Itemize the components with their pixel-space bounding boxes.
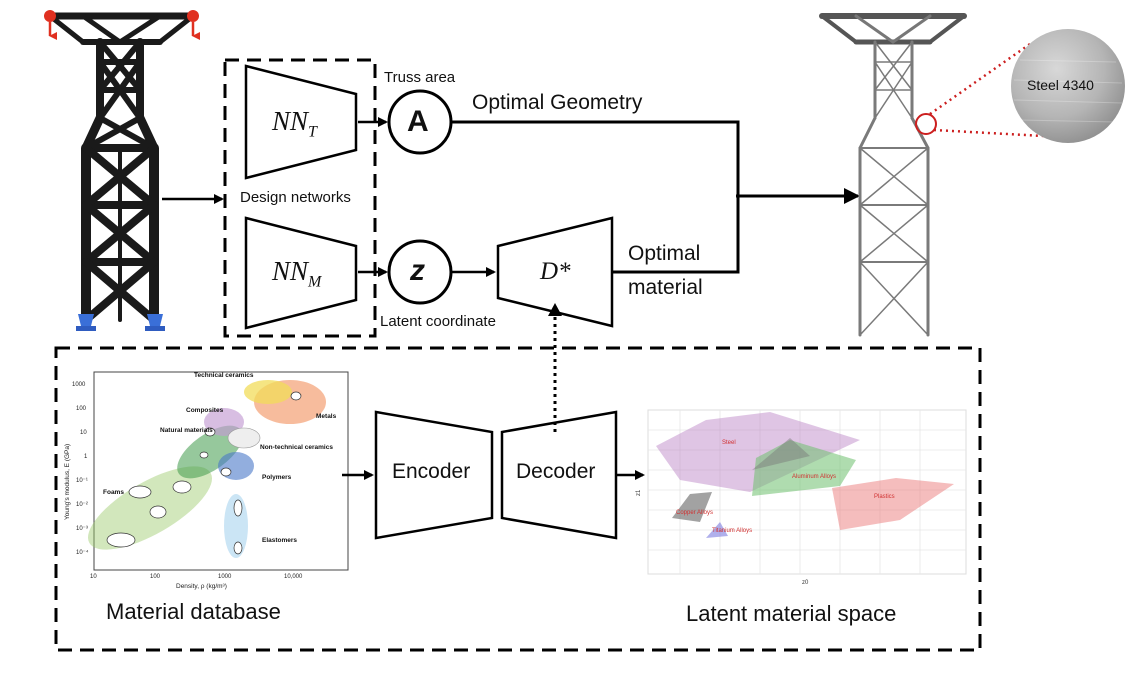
ceramics-region: [244, 380, 292, 404]
latent-x-label: z0: [802, 580, 809, 586]
x-tick-10: 10: [90, 574, 97, 580]
ashby-x-label: Density, ρ (kg/m³): [176, 583, 227, 590]
truss-area-label: Truss area: [384, 69, 456, 86]
family-polymers: Polymers: [262, 474, 292, 481]
zoom-line-top: [929, 42, 1031, 116]
decoder-star-symbol: D*: [540, 258, 571, 285]
material-label: material: [628, 276, 703, 299]
zoom-circle: [915, 113, 937, 135]
y-tick-100: 100: [76, 406, 87, 412]
group-aluminum: Aluminum Alloys: [792, 474, 836, 480]
copper-cluster: [672, 492, 712, 522]
ashby-chart: Technical ceramics Composites Metals Nat…: [64, 371, 349, 590]
encoder-network: [374, 410, 494, 540]
group-steel: Steel: [722, 440, 736, 446]
group-copper: Copper Alloys: [676, 510, 713, 516]
natural-region: [177, 425, 243, 479]
decoder-network: [500, 410, 618, 540]
y-tick-1000: 1000: [72, 382, 86, 388]
composites-region: [204, 408, 244, 436]
nn-t-network: [244, 64, 358, 180]
titanium-cluster: [706, 522, 728, 538]
y-tick-0.1: 10⁻¹: [76, 478, 88, 484]
material-database-label: Material database: [106, 599, 281, 624]
latent-material-space-label: Latent material space: [686, 601, 897, 626]
y-tick-10: 10: [80, 430, 87, 436]
initial-truss-tower: [46, 12, 197, 325]
y-tick-1: 1: [84, 454, 88, 460]
load-arrows: [44, 10, 200, 40]
y-tick-0.0001: 10⁻⁴: [76, 549, 89, 556]
overlap-cluster: [752, 438, 810, 470]
latent-y-label: z1: [636, 489, 642, 496]
design-networks-box: [223, 58, 377, 338]
encoder-label: Encoder: [392, 460, 471, 483]
nn-m-symbol: NNM: [272, 256, 322, 291]
group-titanium: Titanium Alloys: [712, 528, 752, 534]
material-path: [612, 196, 740, 274]
latent-chart: Steel Aluminum Alloys Plastics Copper Al…: [636, 409, 967, 586]
decoder-label: Decoder: [516, 460, 596, 483]
support-markers: [76, 314, 165, 331]
optimized-truss-tower: [819, 13, 967, 337]
area-node: [387, 89, 453, 155]
design-networks-label: Design networks: [238, 189, 353, 206]
non-technical-region: [227, 427, 261, 449]
optimal-geometry-label: Optimal Geometry: [472, 91, 643, 114]
family-metals: Metals: [316, 413, 337, 420]
steel-label: Steel 4340: [1027, 77, 1094, 93]
latent-symbol: z: [410, 254, 425, 287]
nn-t-symbol: NNT: [272, 106, 317, 141]
x-tick-100: 100: [150, 574, 161, 580]
steel-sample: [1011, 29, 1125, 143]
y-tick-0.01: 10⁻²: [76, 502, 88, 508]
geometry-path: [452, 120, 740, 196]
optimal-label: Optimal: [628, 242, 701, 265]
family-natural-materials: Natural materials: [160, 427, 213, 434]
latent-node: [387, 239, 453, 305]
material-learning-box: [54, 346, 982, 652]
steel-texture: [1013, 59, 1123, 123]
family-elastomers: Elastomers: [262, 537, 297, 544]
family-foams: Foams: [103, 489, 124, 496]
family-composites: Composites: [186, 407, 224, 414]
family-technical-ceramics: Technical ceramics: [194, 372, 254, 379]
group-plastics: Plastics: [874, 494, 895, 500]
plastics-cluster: [832, 478, 954, 530]
x-tick-10000: 10,000: [284, 574, 303, 580]
x-tick-1000: 1000: [218, 574, 232, 580]
steel-cluster: [656, 412, 860, 492]
family-non-technical-ceramics: Non-technical ceramics: [260, 444, 333, 451]
decoder-star-network: [496, 216, 614, 328]
latent-coordinate-label: Latent coordinate: [380, 313, 496, 330]
aluminum-cluster: [752, 440, 856, 496]
weights-transfer-arrowhead: [548, 303, 562, 316]
area-symbol: A: [407, 105, 429, 138]
y-tick-0.001: 10⁻³: [76, 526, 88, 532]
ashby-y-label: Young's modulus, E (GPa): [64, 444, 71, 520]
nn-m-network: [244, 216, 358, 330]
